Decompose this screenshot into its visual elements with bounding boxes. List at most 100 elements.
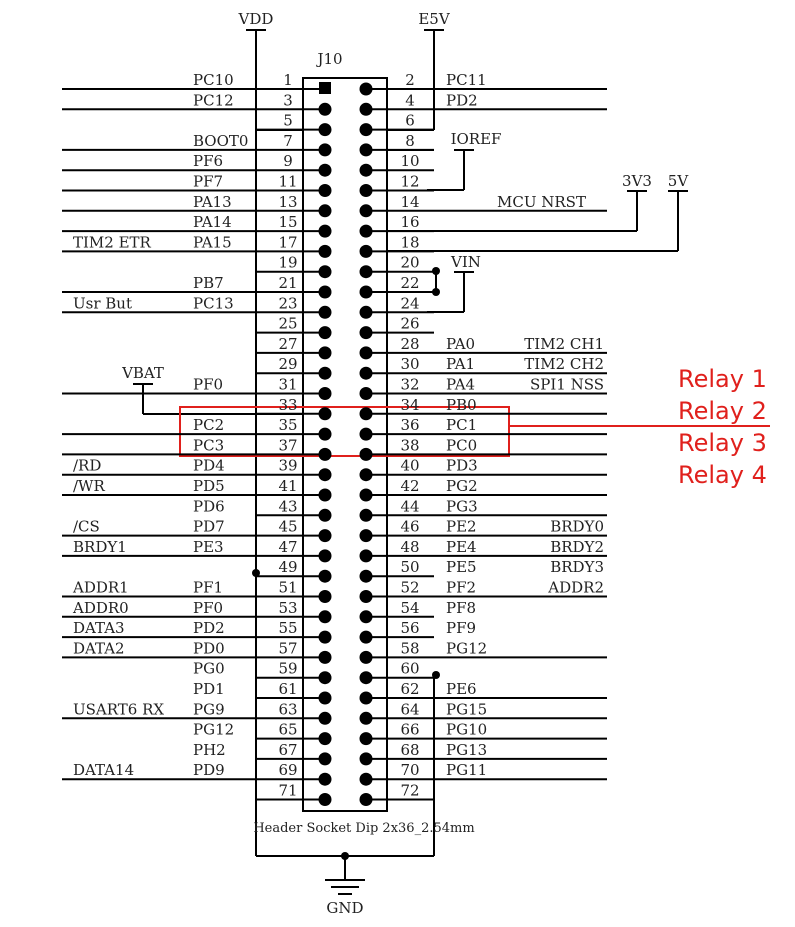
net-label-32: PA4 [446,376,475,394]
pin-number-47: 47 [278,538,297,556]
net-label-36: PC1 [446,416,477,434]
pin-number-40: 40 [400,457,419,475]
net-label-68: PG13 [446,741,487,759]
net-label-43: PD6 [193,497,225,515]
net-label-35: PC2 [193,416,224,434]
signal-label-63: USART6 RX [73,700,164,718]
pin-number-21: 21 [278,274,297,292]
footprint-label: Header Socket Dip 2x36_2.54mm [253,821,474,836]
pin-number-22: 22 [400,274,419,292]
net-label-53: PF0 [193,599,223,617]
net-label-42: PG2 [446,477,478,495]
pin-number-4: 4 [405,91,415,109]
signal-label-41: /WR [73,477,105,495]
pin-number-2: 2 [405,71,415,89]
pin-number-36: 36 [400,416,419,434]
pin-number-58: 58 [400,639,419,657]
pin-number-32: 32 [400,376,419,394]
pin-number-59: 59 [278,660,297,678]
net-label-47: PE3 [193,538,224,556]
net-label-64: PG15 [446,700,487,718]
signal-label-52: ADDR2 [547,579,604,597]
pin-number-52: 52 [400,579,419,597]
pin-number-10: 10 [400,152,419,170]
net-label-50: PE5 [446,558,477,576]
net-label-44: PG3 [446,497,478,515]
pin-number-23: 23 [278,294,297,312]
net-label-28: PA0 [446,335,475,353]
net-label-52: PF2 [446,579,476,597]
pin-number-70: 70 [400,761,419,779]
designator-label: J10 [315,50,342,68]
pin-number-34: 34 [400,396,419,414]
pin-number-7: 7 [283,132,293,150]
v5-label: 5V [668,172,690,190]
pin-number-37: 37 [278,436,297,454]
net-label-45: PD7 [193,518,225,536]
net-label-58: PG12 [446,639,487,657]
net-label-13: PA13 [193,193,232,211]
net-label-1: PC10 [193,71,234,89]
signal-label-47: BRDY1 [73,538,127,556]
net-label-65: PG12 [193,721,234,739]
pin-number-72: 72 [400,782,419,800]
pin-number-26: 26 [400,315,419,333]
signal-label-69: DATA14 [73,761,134,779]
pin-number-16: 16 [400,213,419,231]
net-label-3: PC12 [193,91,234,109]
pin-number-12: 12 [400,173,419,191]
net-label-37: PC3 [193,436,224,454]
net-label-2: PC11 [446,71,487,89]
pin-number-13: 13 [278,193,297,211]
signal-label-39: /RD [73,457,101,475]
net-label-9: PF6 [193,152,223,170]
pin-number-55: 55 [278,619,297,637]
net-label-62: PE6 [446,680,477,698]
signal-label-46: BRDY0 [550,518,604,536]
pin-number-57: 57 [278,639,297,657]
pin-number-44: 44 [400,497,419,515]
pin-number-38: 38 [400,436,419,454]
net-label-59: PG0 [193,660,225,678]
v3v3-label: 3V3 [622,172,652,190]
signal-label-53: ADDR0 [72,599,129,617]
net-label-7: BOOT0 [193,132,248,150]
pin-number-50: 50 [400,558,419,576]
pin-number-54: 54 [400,599,419,617]
relay-label-4: Relay 4 [678,461,767,489]
pin-number-48: 48 [400,538,419,556]
pin-number-69: 69 [278,761,297,779]
net-label-11: PF7 [193,173,223,191]
vdd-label: VDD [238,10,274,28]
net-label-61: PD1 [193,680,225,698]
net-label-38: PC0 [446,436,477,454]
gnd-label: GND [326,899,363,917]
ioref-label: IOREF [451,130,502,148]
net-label-66: PG10 [446,721,487,739]
pin-number-19: 19 [278,254,297,272]
net-label-56: PF9 [446,619,476,637]
net-label-21: PB7 [193,274,224,292]
pin-number-17: 17 [278,233,297,251]
net-label-48: PE4 [446,538,477,556]
pin-number-25: 25 [278,315,297,333]
pin-number-45: 45 [278,518,297,536]
pin-number-43: 43 [278,497,297,515]
pin-number-27: 27 [278,335,297,353]
pin-number-68: 68 [400,741,419,759]
pin-number-56: 56 [400,619,419,637]
net-label-15: PA14 [193,213,232,231]
pin-number-35: 35 [278,416,297,434]
pin-number-31: 31 [278,376,297,394]
relay-label-1: Relay 1 [678,365,767,393]
relay-label-3: Relay 3 [678,429,767,457]
net-label-40: PD3 [446,457,478,475]
signal-label-55: DATA3 [73,619,125,637]
pin-number-29: 29 [278,355,297,373]
signal-label-48: BRDY2 [550,538,604,556]
vbat-label: VBAT [121,364,164,382]
relay-label-2: Relay 2 [678,397,767,425]
pin-number-66: 66 [400,721,419,739]
pin-number-5: 5 [283,112,293,130]
